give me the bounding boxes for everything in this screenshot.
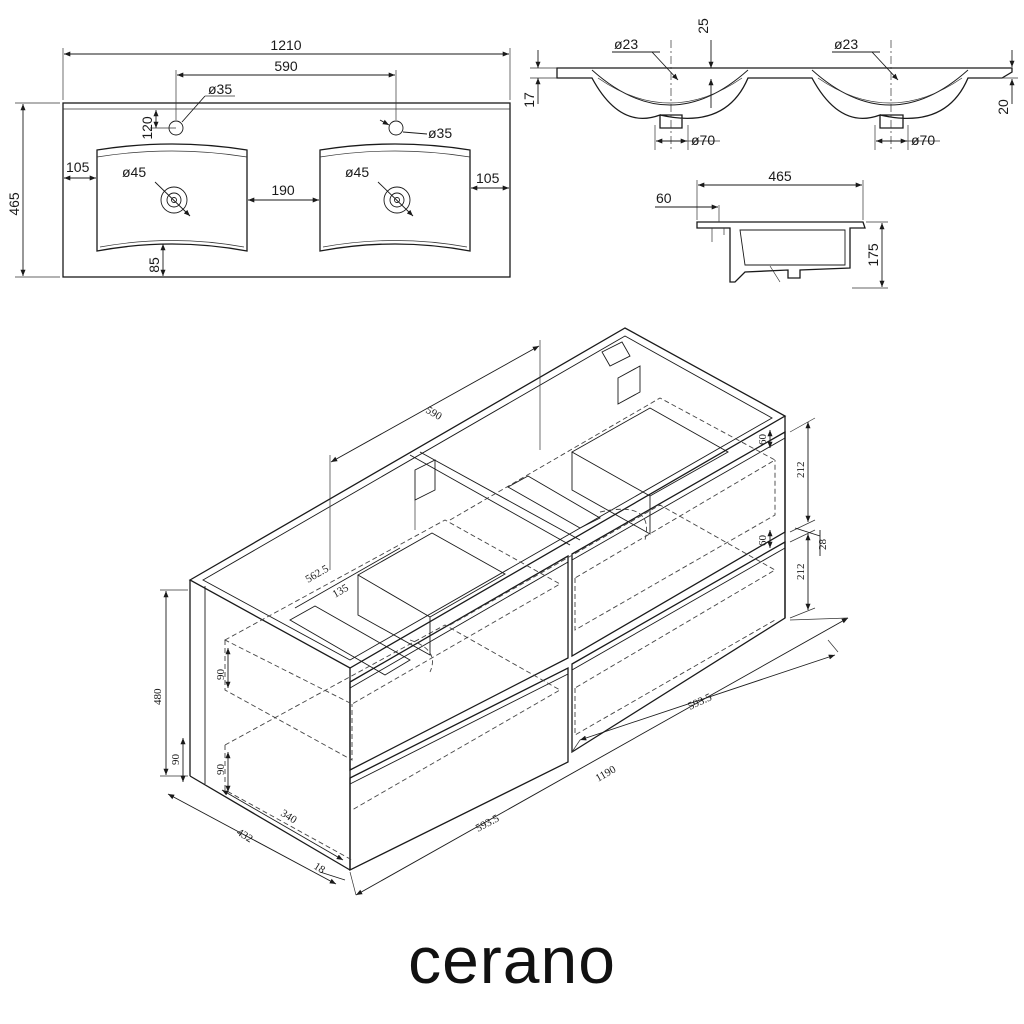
dim-drawer-width-back: 593.5 [686, 691, 714, 713]
cabinet-isometric: 590 212 212 60 60 28 562.5 135 480 90 90… [152, 327, 849, 896]
dim-inner-drawer-h3: 90 [215, 764, 227, 776]
faucet-hole-right [388, 120, 404, 136]
dim-side-margin-right: 105 [476, 170, 500, 186]
dim-slab-right: 20 [995, 99, 1011, 115]
front-section: ø23 ø23 25 17 20 ø70 ø70 [521, 18, 1018, 150]
dim-side-height: 175 [865, 243, 881, 267]
dim-faucet-offset: 120 [139, 116, 155, 140]
dim-lip: 28 [817, 539, 829, 551]
label-drain-right: ø45 [345, 164, 369, 180]
dim-side-depth: 465 [768, 168, 792, 184]
dim-basin-gap: 190 [271, 182, 295, 198]
countertop-outline [62, 102, 511, 278]
dim-cabinet-inner-spacing: 590 [424, 404, 445, 423]
dim-gap-mid: 60 [757, 535, 769, 547]
dim-inner-drawer-h1: 90 [215, 669, 227, 681]
dim-drawer-lower-h: 212 [795, 564, 807, 581]
drawer-upper-left [349, 554, 569, 772]
brand-logo: cerano [408, 923, 616, 997]
dim-side-margin-left: 105 [66, 159, 90, 175]
drain-right [383, 186, 411, 214]
right-basin [319, 143, 471, 252]
dim-depth-inner: 562.5 [304, 563, 332, 586]
dim-gap-top: 60 [757, 434, 769, 446]
dim-top-offset: 25 [695, 18, 711, 34]
label-drain-left: ø45 [122, 164, 146, 180]
label-waste-right: ø70 [911, 132, 935, 148]
bowl-right [571, 407, 729, 497]
dim-cabinet-height: 480 [152, 688, 164, 705]
side-section: 465 60 175 [655, 168, 888, 289]
dim-depth: 465 [6, 192, 22, 216]
dim-slab-left: 17 [521, 92, 537, 108]
label-faucet-hole-right: ø35 [428, 125, 452, 141]
side-section-outline [696, 221, 866, 283]
dim-overall-width: 1210 [270, 37, 301, 53]
drawer-lower-right [571, 540, 786, 754]
dim-total-width: 1190 [594, 763, 619, 784]
dim-inner-drawer-h2: 90 [170, 754, 182, 766]
drawer-upper-right [571, 430, 786, 658]
dim-drawer-depth: 340 [278, 807, 299, 826]
front-section-outline [556, 67, 1013, 129]
drain-left [160, 186, 188, 214]
label-waste-left: ø70 [691, 132, 715, 148]
dim-side-setback: 60 [656, 190, 672, 206]
drawer-lower-left [349, 666, 569, 872]
dim-total-depth: 432 [234, 826, 254, 845]
left-basin [96, 143, 248, 252]
label-overflow-left: ø23 [614, 36, 638, 52]
dim-panel: 18 [311, 860, 327, 876]
dim-cutout: 135 [331, 582, 352, 601]
top-view: 1210 590 465 120 ø35 ø35 ø45 ø45 105 105 [6, 37, 511, 278]
label-faucet-hole-left: ø35 [208, 81, 232, 97]
dim-drawer-upper-h: 212 [795, 462, 807, 479]
dim-faucet-spacing: 590 [274, 58, 298, 74]
label-overflow-right: ø23 [834, 36, 858, 52]
bowl-left [357, 532, 506, 618]
dim-front-margin: 85 [146, 257, 162, 273]
